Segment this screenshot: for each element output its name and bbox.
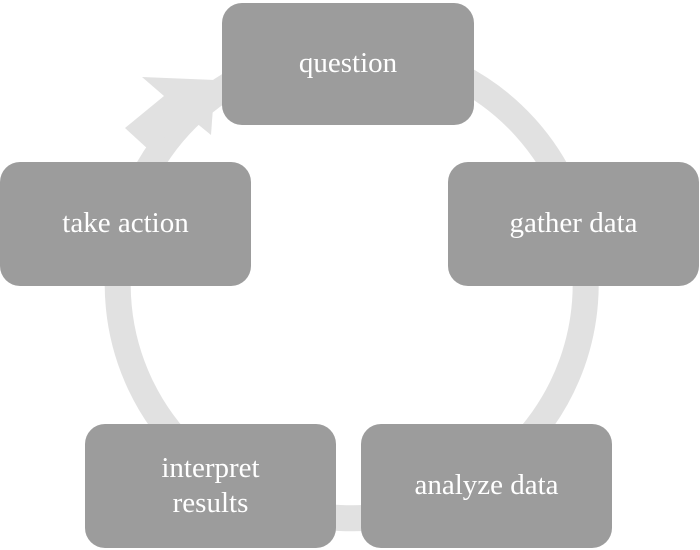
step-question: question (222, 3, 474, 125)
step-take-action: take action (0, 162, 251, 286)
step-gather-data-label: gather data (509, 207, 638, 240)
step-interpret-results-label: interpret results (161, 451, 260, 519)
step-analyze-data-label: analyze data (414, 469, 559, 502)
cycle-arrowhead (125, 77, 215, 150)
step-gather-data: gather data (448, 162, 699, 286)
step-analyze-data: analyze data (361, 424, 612, 548)
step-interpret-results: interpret results (85, 424, 336, 548)
step-question-label: question (298, 47, 398, 80)
step-take-action-label: take action (62, 207, 189, 240)
